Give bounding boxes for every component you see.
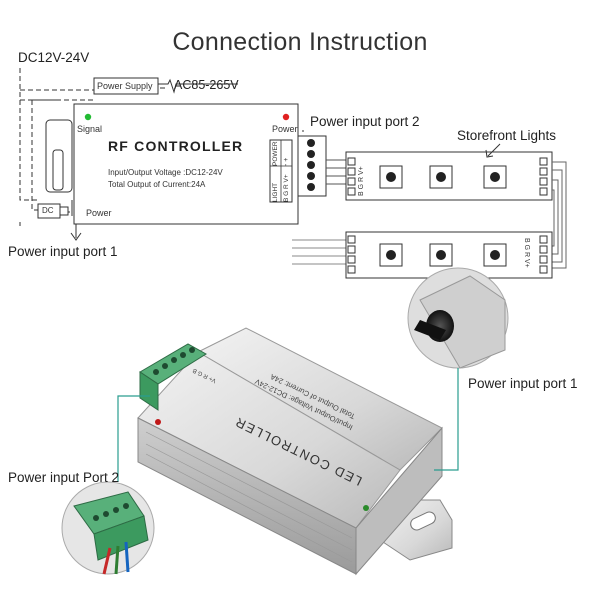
power-led	[282, 113, 290, 121]
photo-port-2-label: Power input Port 2	[8, 470, 120, 485]
current-spec: Total Output of Current:24A	[108, 180, 206, 189]
power-port-1-arrow	[70, 232, 82, 241]
power-supply-label: Power Supply	[97, 81, 153, 91]
photo-port-1-label: Power input port 1	[468, 376, 578, 391]
storefront-arrow	[487, 143, 501, 157]
signal-led	[84, 113, 92, 121]
power-input-port-1-label: Power input port 1	[8, 244, 118, 259]
device-signal-led	[363, 505, 369, 511]
device-power-led	[155, 419, 161, 425]
dc-label: DC	[42, 206, 54, 215]
ac-label: AC85-265V	[174, 78, 239, 92]
device-right-side	[355, 426, 443, 576]
page-title: Connection Instruction	[172, 28, 428, 56]
controller-name: RF CONTROLLER	[108, 138, 244, 154]
callout-line-port-1	[434, 368, 459, 471]
signal-label: Signal	[77, 124, 103, 134]
power-supply-box	[93, 77, 159, 95]
voltage-spec: Input/Output Voltage :DC12-24V	[108, 168, 223, 177]
voltage-label: DC12V-24V	[18, 50, 90, 65]
callout-line-port-2	[117, 395, 150, 482]
power-label-bottom: Power	[86, 208, 112, 218]
ac-line	[158, 78, 238, 94]
controller-box	[73, 103, 299, 225]
power-label-top: Power	[272, 124, 298, 134]
power-input-port-2-label: Power input port 2	[310, 114, 420, 129]
storefront-lights-label: Storefront Lights	[457, 128, 557, 143]
